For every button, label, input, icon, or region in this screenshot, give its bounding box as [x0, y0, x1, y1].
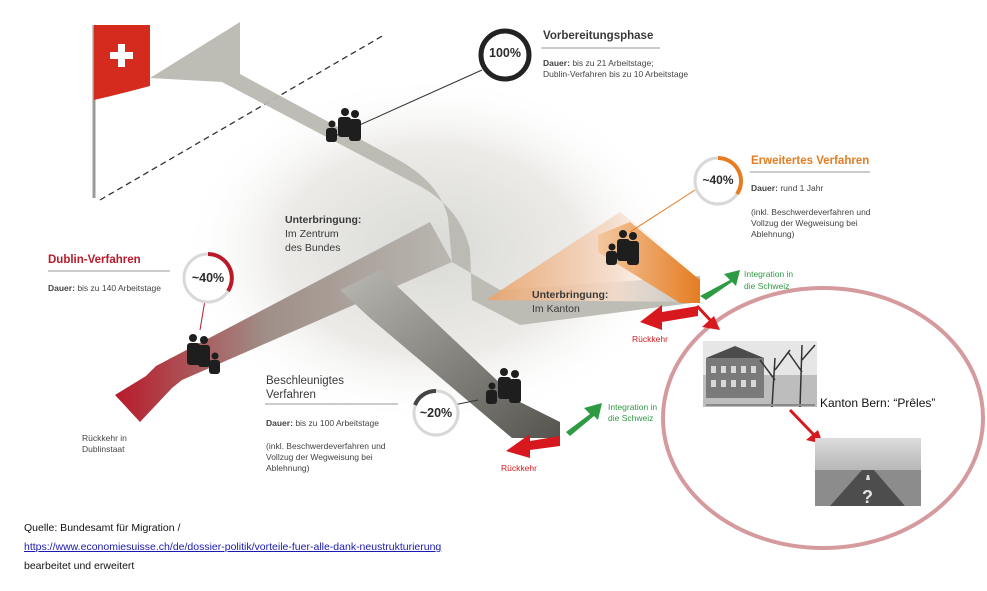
percent-beschleunigt: ~20% — [419, 406, 453, 420]
duration-vorbereitung: Dauer: bis zu 21 Arbeitstage; — [543, 58, 654, 69]
integration-arrow-fast — [566, 403, 602, 436]
note-beschleunigt-1: (inkl. Beschwerdeverfahren und — [266, 441, 386, 451]
title-dublin: Dublin-Verfahren — [48, 254, 141, 266]
question-mark-icon: ? — [862, 487, 873, 507]
swiss-cross-icon — [110, 44, 133, 67]
integration-kanton-1: Integration in — [744, 269, 794, 279]
connector-dublin — [199, 299, 206, 331]
note-beschleunigt-2: Vollzug der Wegweisung bei — [266, 452, 373, 462]
return-arrow-kanton — [640, 305, 698, 330]
duration-vorbereitung-line2: Dublin-Verfahren bis zu 10 Arbeitstage — [543, 69, 689, 79]
title-vorbereitung: Vorbereitungsphase — [543, 30, 654, 42]
note-erweitert-3: Ablehnung) — [751, 229, 795, 239]
people-group-icon — [326, 108, 361, 142]
duration-text: bis zu 140 Arbeitstage — [77, 283, 161, 293]
circle-dublin-arc — [207, 252, 234, 293]
duration-label: Dauer: — [543, 58, 570, 68]
integration-fast-1: Integration in — [608, 402, 658, 412]
rueckkehr-kanton: Rückkehr — [632, 334, 668, 344]
circle-beschleunigt-arc — [413, 388, 437, 406]
rueckkehr-fast: Rückkehr — [501, 463, 537, 473]
note-beschleunigt-3: Ablehnung) — [266, 463, 310, 473]
unterbringung-bund-3: des Bundes — [285, 242, 341, 254]
duration-label: Dauer: — [751, 183, 778, 193]
return-arrow-fast — [506, 434, 560, 458]
unterbringung-kanton-1: Unterbringung: — [532, 289, 609, 301]
unterbringung-bund-2: Im Zentrum — [285, 228, 339, 240]
rueckkehr-dublin-2: Dublinstaat — [82, 444, 125, 454]
integration-arrow-kanton — [700, 270, 740, 300]
duration-label: Dauer: — [266, 418, 293, 428]
rueckkehr-dublin-1: Rückkehr in — [82, 433, 127, 443]
unterbringung-kanton-2: Im Kanton — [532, 303, 580, 315]
note-erweitert-1: (inkl. Beschwerdeverfahren und — [751, 207, 871, 217]
circle-erweitert-arc — [717, 155, 743, 196]
note-erweitert-2: Vollzug der Wegweisung bei — [751, 218, 858, 228]
duration-text: bis zu 21 Arbeitstage; — [572, 58, 654, 68]
unterbringung-bund-1: Unterbringung: — [285, 214, 362, 226]
percent-vorbereitung: 100% — [489, 46, 521, 60]
percent-dublin: ~40% — [191, 271, 225, 285]
integration-kanton-2: die Schweiz — [744, 281, 790, 291]
integration-fast-2: die Schweiz — [608, 413, 654, 423]
duration-erweitert: Dauer: rund 1 Jahr — [751, 183, 823, 194]
border-line — [99, 34, 385, 201]
duration-text: rund 1 Jahr — [780, 183, 824, 193]
source-link[interactable]: https://www.economiesuisse.ch/de/dossier… — [24, 541, 442, 553]
title-erweitert: Erweitertes Verfahren — [751, 155, 870, 167]
building-photo — [703, 341, 817, 408]
connector-erweitert — [629, 189, 696, 233]
source-line-1: Quelle: Bundesamt für Migration / — [24, 522, 181, 534]
people-group-icon — [606, 230, 639, 265]
people-group-icon — [187, 334, 220, 374]
people-group-icon — [486, 368, 521, 404]
down-arrow-top — [695, 304, 714, 324]
duration-dublin: Dauer: bis zu 140 Arbeitstage — [48, 283, 161, 294]
title-beschleunigt-2: Verfahren — [266, 389, 316, 401]
down-arrow-top-head — [702, 316, 720, 330]
highlight-ellipse — [661, 286, 985, 550]
source-line-3: bearbeitet und erweitert — [24, 560, 135, 572]
percent-erweitert: ~40% — [702, 173, 734, 187]
duration-label: Dauer: — [48, 283, 75, 293]
title-beschleunigt-1: Beschleunigtes — [266, 375, 344, 387]
road-photo: ? — [815, 438, 921, 507]
duration-beschleunigt: Dauer: bis zu 100 Arbeitstage — [266, 418, 379, 429]
circle-vorbereitung — [478, 28, 532, 82]
dublin-path — [115, 222, 452, 422]
down-arrow — [788, 408, 817, 438]
duration-text: bis zu 100 Arbeitstage — [295, 418, 379, 428]
kanton-bern-label: Kanton Bern: “Prêles” — [820, 396, 936, 410]
